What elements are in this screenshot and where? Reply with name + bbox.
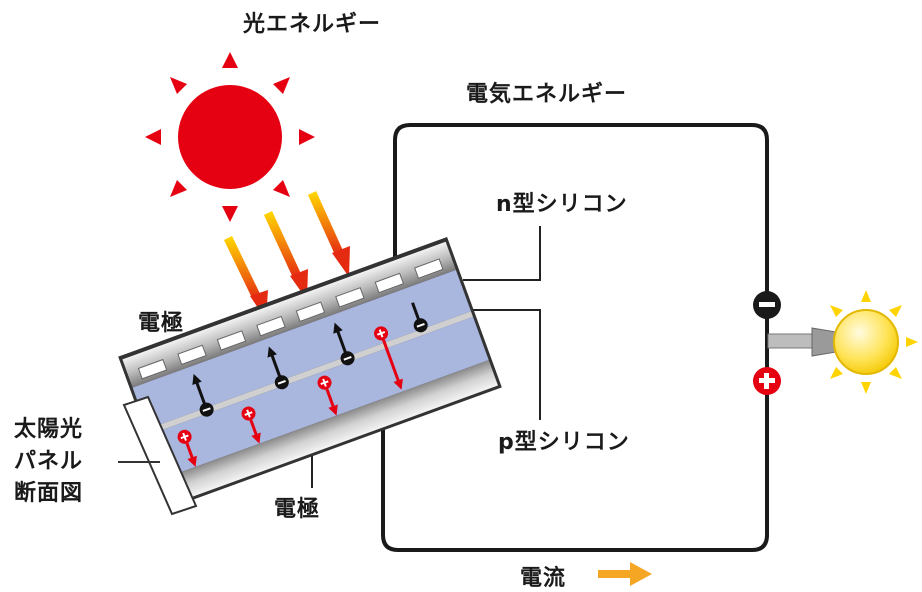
electron-icon <box>411 302 428 333</box>
panel-label-line2: パネル <box>14 449 84 474</box>
n-type-silicon-label: n型シリコン <box>496 192 628 217</box>
current-arrow-icon <box>598 562 652 586</box>
hole-icon <box>317 375 338 416</box>
panel-label-line1: 太陽光 <box>14 417 84 442</box>
electron-icon <box>333 322 355 366</box>
minus-terminal-icon <box>753 291 781 319</box>
p-type-silicon-label: p型シリコン <box>498 430 630 455</box>
current-label: 電流 <box>520 566 567 591</box>
p-type-leader-line <box>470 309 541 420</box>
panel-label-line3: 断面図 <box>14 481 84 506</box>
bottom-electrode-label: 電極 <box>274 497 321 522</box>
bottom-electrode <box>165 360 498 504</box>
n-type-layer <box>132 269 471 429</box>
hole-icon <box>374 326 403 390</box>
circuit-wire <box>381 123 769 552</box>
light-ray-arrow <box>263 211 308 300</box>
hole-icon <box>241 406 261 444</box>
electron-icon <box>192 373 214 417</box>
light-ray-arrow <box>307 191 350 277</box>
panel-cross-section-label: 太陽光 パネル 断面図 <box>14 414 83 510</box>
p-type-layer <box>149 316 489 478</box>
plus-terminal-icon <box>753 367 781 395</box>
top-electrode-label: 電極 <box>138 311 185 336</box>
sun-icon <box>145 52 315 222</box>
top-electrode <box>122 241 456 388</box>
solar-panel-cross-section <box>118 236 502 508</box>
light-energy-label: 光エネルギー <box>243 12 382 37</box>
junction-band <box>147 311 473 435</box>
n-type-leader-line <box>463 226 541 281</box>
electron-icon <box>267 346 289 390</box>
hole-icon <box>177 429 197 467</box>
electric-energy-label: 電気エネルギー <box>466 82 628 107</box>
light-bulb-icon <box>767 290 918 394</box>
panel-bracket <box>118 395 198 516</box>
